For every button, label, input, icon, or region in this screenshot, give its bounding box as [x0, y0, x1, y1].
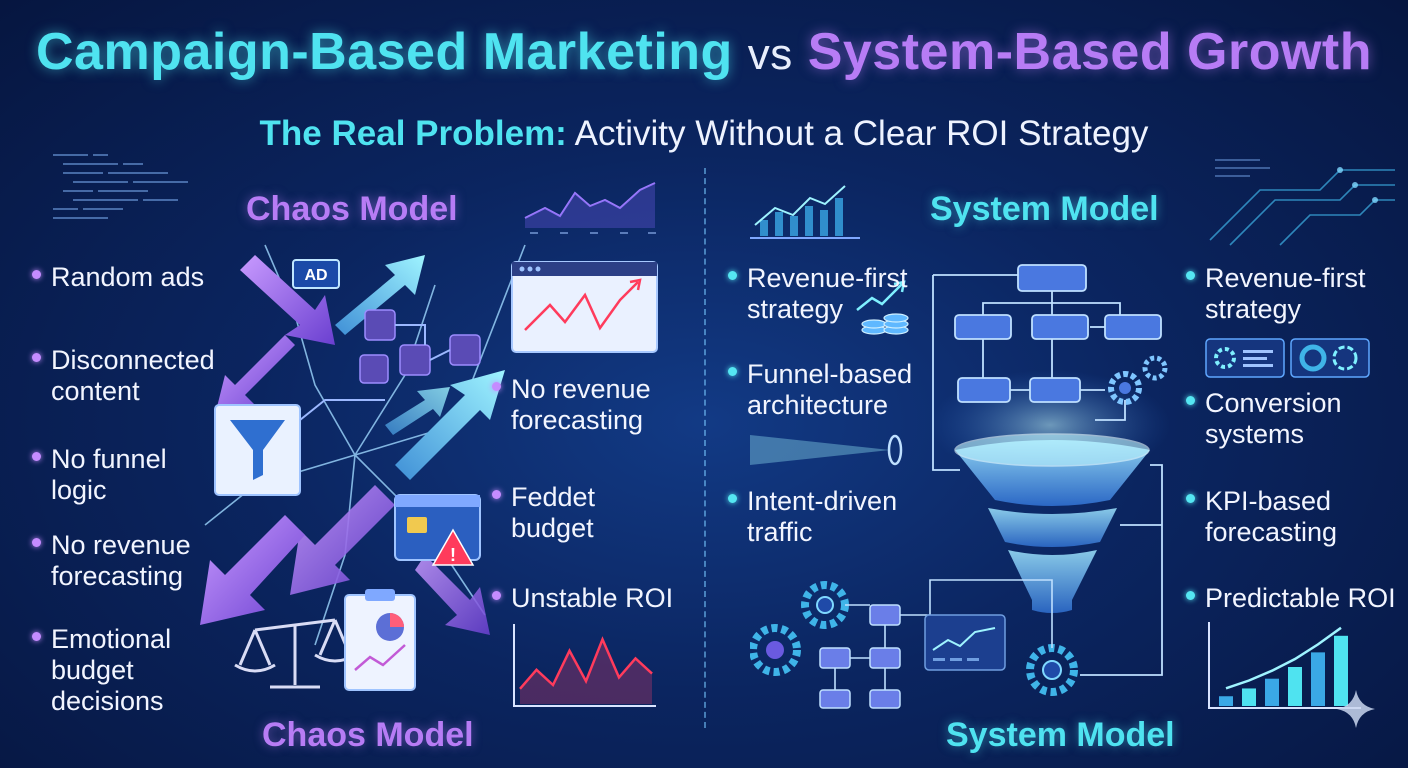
system-right-bullet-4: Predictable ROI — [1186, 583, 1396, 614]
system-funnel-diagram — [750, 264, 1170, 709]
circuit-decoration — [1209, 159, 1395, 246]
roi-bar — [1242, 688, 1256, 706]
main-title: Campaign-Based Marketing vs System-Based… — [0, 22, 1408, 82]
chaos-browser-chart — [511, 261, 658, 353]
roi-bars — [1219, 635, 1348, 706]
title-right: System-Based Growth — [807, 23, 1373, 81]
title-left: Campaign-Based Marketing — [35, 23, 733, 81]
title-vs: vs — [747, 30, 793, 79]
center-divider — [704, 168, 706, 728]
ad-badge: AD — [292, 259, 340, 289]
predictable-roi-chart — [1208, 622, 1361, 709]
svg-text:!: ! — [450, 545, 456, 565]
chaos-mini-line-chart — [524, 182, 656, 234]
puzzle-pieces — [359, 309, 481, 384]
sparkle-icon — [1337, 690, 1375, 728]
system-dashboard-icons — [1205, 338, 1370, 378]
budget-card: ! — [394, 494, 481, 566]
roi-bar — [1219, 696, 1233, 706]
report-clipboard — [344, 589, 416, 691]
feedback-loop — [1080, 400, 1163, 676]
roi-trend-line — [1225, 626, 1342, 690]
chaos-illustration: AD ! — [200, 244, 526, 691]
unstable-roi-chart — [513, 624, 656, 707]
system-heading-top: System Model — [930, 190, 1159, 228]
funnel-icon — [954, 433, 1150, 613]
system-mini-chart — [750, 185, 860, 239]
flow-gear-icon — [1108, 355, 1168, 405]
system-heading-bottom: System Model — [946, 716, 1175, 754]
dashboard-card — [924, 614, 1006, 671]
chaos-heading-bottom: Chaos Model — [262, 716, 474, 754]
chaos-right-bullet-3: Unstable ROI — [492, 583, 673, 614]
chaos-heading-top: Chaos Model — [246, 190, 458, 228]
flow-boxes — [954, 264, 1162, 403]
roi-bar — [1334, 635, 1348, 706]
revenue-growth-icon — [856, 280, 909, 335]
ad-badge-label: AD — [304, 267, 327, 284]
balance-scale — [234, 618, 356, 689]
roi-bar — [1265, 678, 1279, 706]
subtitle: The Real Problem: Activity Without a Cle… — [0, 114, 1408, 154]
bottom-gear-icons — [750, 581, 1078, 696]
chaos-arrows — [200, 255, 505, 635]
subtitle-rest: Activity Without a Clear ROI Strategy — [574, 114, 1149, 153]
unstable-roi-line — [519, 636, 653, 690]
roi-bar — [1288, 667, 1302, 706]
broken-funnel-card — [214, 399, 385, 496]
roi-bar — [1311, 652, 1325, 706]
subtitle-lead: The Real Problem: — [259, 114, 567, 153]
flow-connectors — [932, 274, 1121, 471]
chaos-left-bullet-1: Random ads — [32, 262, 204, 293]
code-decoration — [53, 154, 188, 219]
unstable-roi-area — [520, 639, 652, 704]
